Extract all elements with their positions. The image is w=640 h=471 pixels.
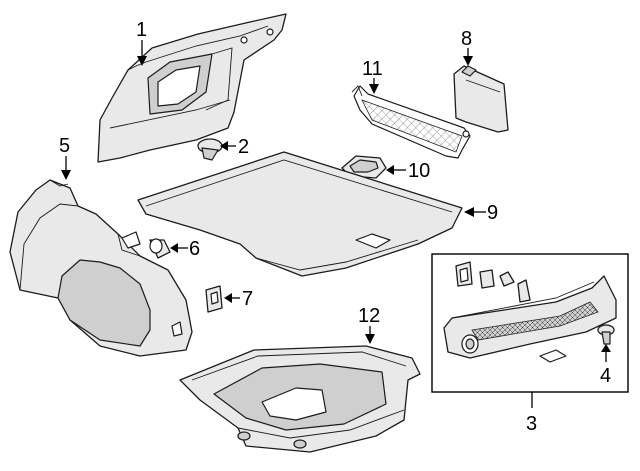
callout-7: 7 — [242, 288, 253, 310]
part-8-cover-panel — [453, 65, 509, 133]
part-6-plug — [149, 238, 171, 259]
part-4-push-pin — [597, 324, 615, 345]
part-2-fastener — [197, 138, 223, 161]
part-11-cargo-net — [351, 85, 471, 159]
part-12-trunk-tub — [179, 345, 421, 453]
callout-4: 4 — [600, 365, 611, 387]
part-3-sill-plate — [443, 275, 617, 363]
callout-9: 9 — [487, 202, 498, 224]
part-1-package-shelf-trim — [97, 13, 287, 163]
part-9-floor-panel — [137, 151, 463, 277]
callout-8: 8 — [461, 28, 472, 50]
inset-clips — [455, 261, 531, 303]
callout-5: 5 — [59, 135, 70, 157]
callout-3: 3 — [526, 413, 537, 435]
part-5-side-trim-panel — [9, 179, 193, 357]
inset-frame — [431, 253, 629, 393]
callout-12: 12 — [358, 305, 380, 327]
part-7-clip — [205, 285, 223, 313]
callout-1: 1 — [136, 19, 147, 41]
callout-6: 6 — [189, 238, 200, 260]
callout-2: 2 — [238, 136, 249, 158]
leader-lines — [61, 40, 611, 408]
callout-10: 10 — [408, 160, 430, 182]
callout-11: 11 — [362, 58, 383, 80]
